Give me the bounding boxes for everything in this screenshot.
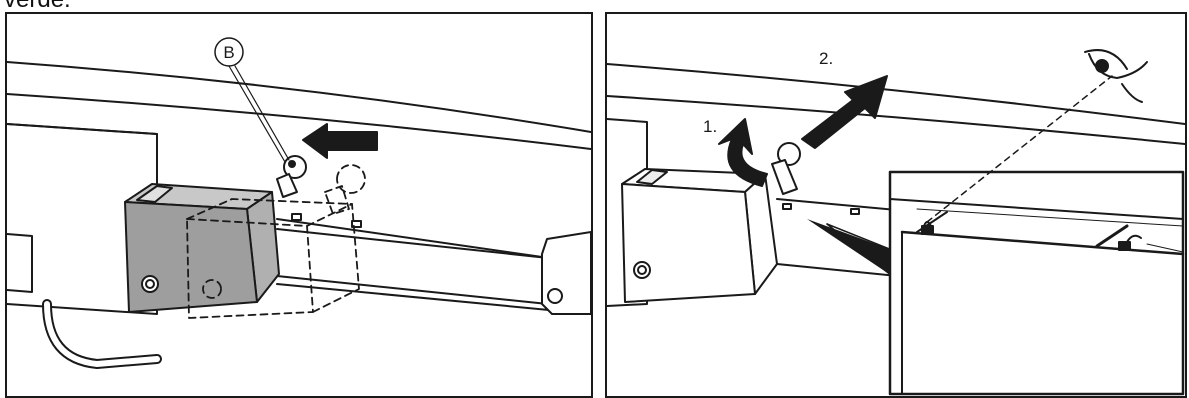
lock-mark-left (291, 213, 302, 221)
left-illustration: B (7, 37, 591, 369)
callout-b-label: B (223, 43, 234, 62)
detail-box (888, 170, 1185, 396)
step-2-label: 2. (819, 49, 833, 68)
device-screw-inner (145, 279, 155, 289)
detail-inner-line (916, 208, 1184, 227)
ghost-device-top (186, 198, 353, 220)
bracket-hole (547, 288, 563, 304)
left-block-top (7, 123, 158, 135)
beam-top-edge (7, 61, 591, 133)
eye-pupil (1095, 59, 1109, 73)
tube-bottom (276, 283, 591, 315)
beam-bottom-edge (7, 93, 591, 150)
detail-tube-front (900, 230, 1185, 256)
beam-top-edge (607, 63, 1185, 125)
callout-b-leader-2 (228, 65, 286, 163)
lock-mark-right (850, 208, 860, 215)
ghost-stem (324, 185, 350, 215)
knob-highlight (288, 160, 296, 168)
device-screw (633, 261, 651, 279)
eye-icon (1084, 49, 1148, 103)
detail-tube-top (889, 198, 1184, 220)
beam-bottom-edge (607, 95, 1185, 145)
device-screw-inner (637, 265, 647, 275)
lock-mark-left (782, 203, 792, 210)
right-illustration: 1. 2. (607, 49, 1185, 396)
tube-upper (276, 228, 568, 261)
step-1-label: 1. (703, 117, 717, 136)
left-illustration-panel: B (5, 12, 593, 398)
device-notch (636, 169, 668, 185)
tube-lower (276, 275, 568, 307)
sight-line (926, 75, 1113, 223)
lock-mark-right (351, 220, 362, 228)
zoom-wedge (807, 219, 892, 276)
zoom-line-top (826, 223, 893, 251)
pull-arrow (801, 75, 888, 149)
left-stub (7, 233, 33, 293)
detail-line-right (1095, 224, 1129, 248)
tube-bottom (776, 263, 898, 277)
knob-stem (276, 173, 298, 198)
device-notch (136, 185, 173, 203)
detail-edge (1146, 243, 1184, 253)
tube-top (776, 198, 898, 211)
detail-unlocked-icon (1118, 241, 1131, 251)
ghost-knob (336, 164, 366, 194)
push-arrow (302, 123, 378, 159)
detail-unlocked-shackle (1126, 234, 1142, 243)
detail-locked-icon (921, 225, 934, 235)
right-illustration-panel: 1. 2. (605, 12, 1187, 398)
page-header-text: verde. (4, 0, 71, 14)
rotate-arrow (718, 118, 768, 187)
right-bracket (541, 231, 591, 315)
device-screw (141, 275, 159, 293)
ghost-screw (202, 279, 222, 299)
ghost-device-side (306, 203, 360, 313)
callout-b-leader (234, 65, 290, 161)
device-front (621, 183, 756, 303)
knob-stem (771, 159, 798, 195)
hose-loop-inner (44, 301, 160, 367)
